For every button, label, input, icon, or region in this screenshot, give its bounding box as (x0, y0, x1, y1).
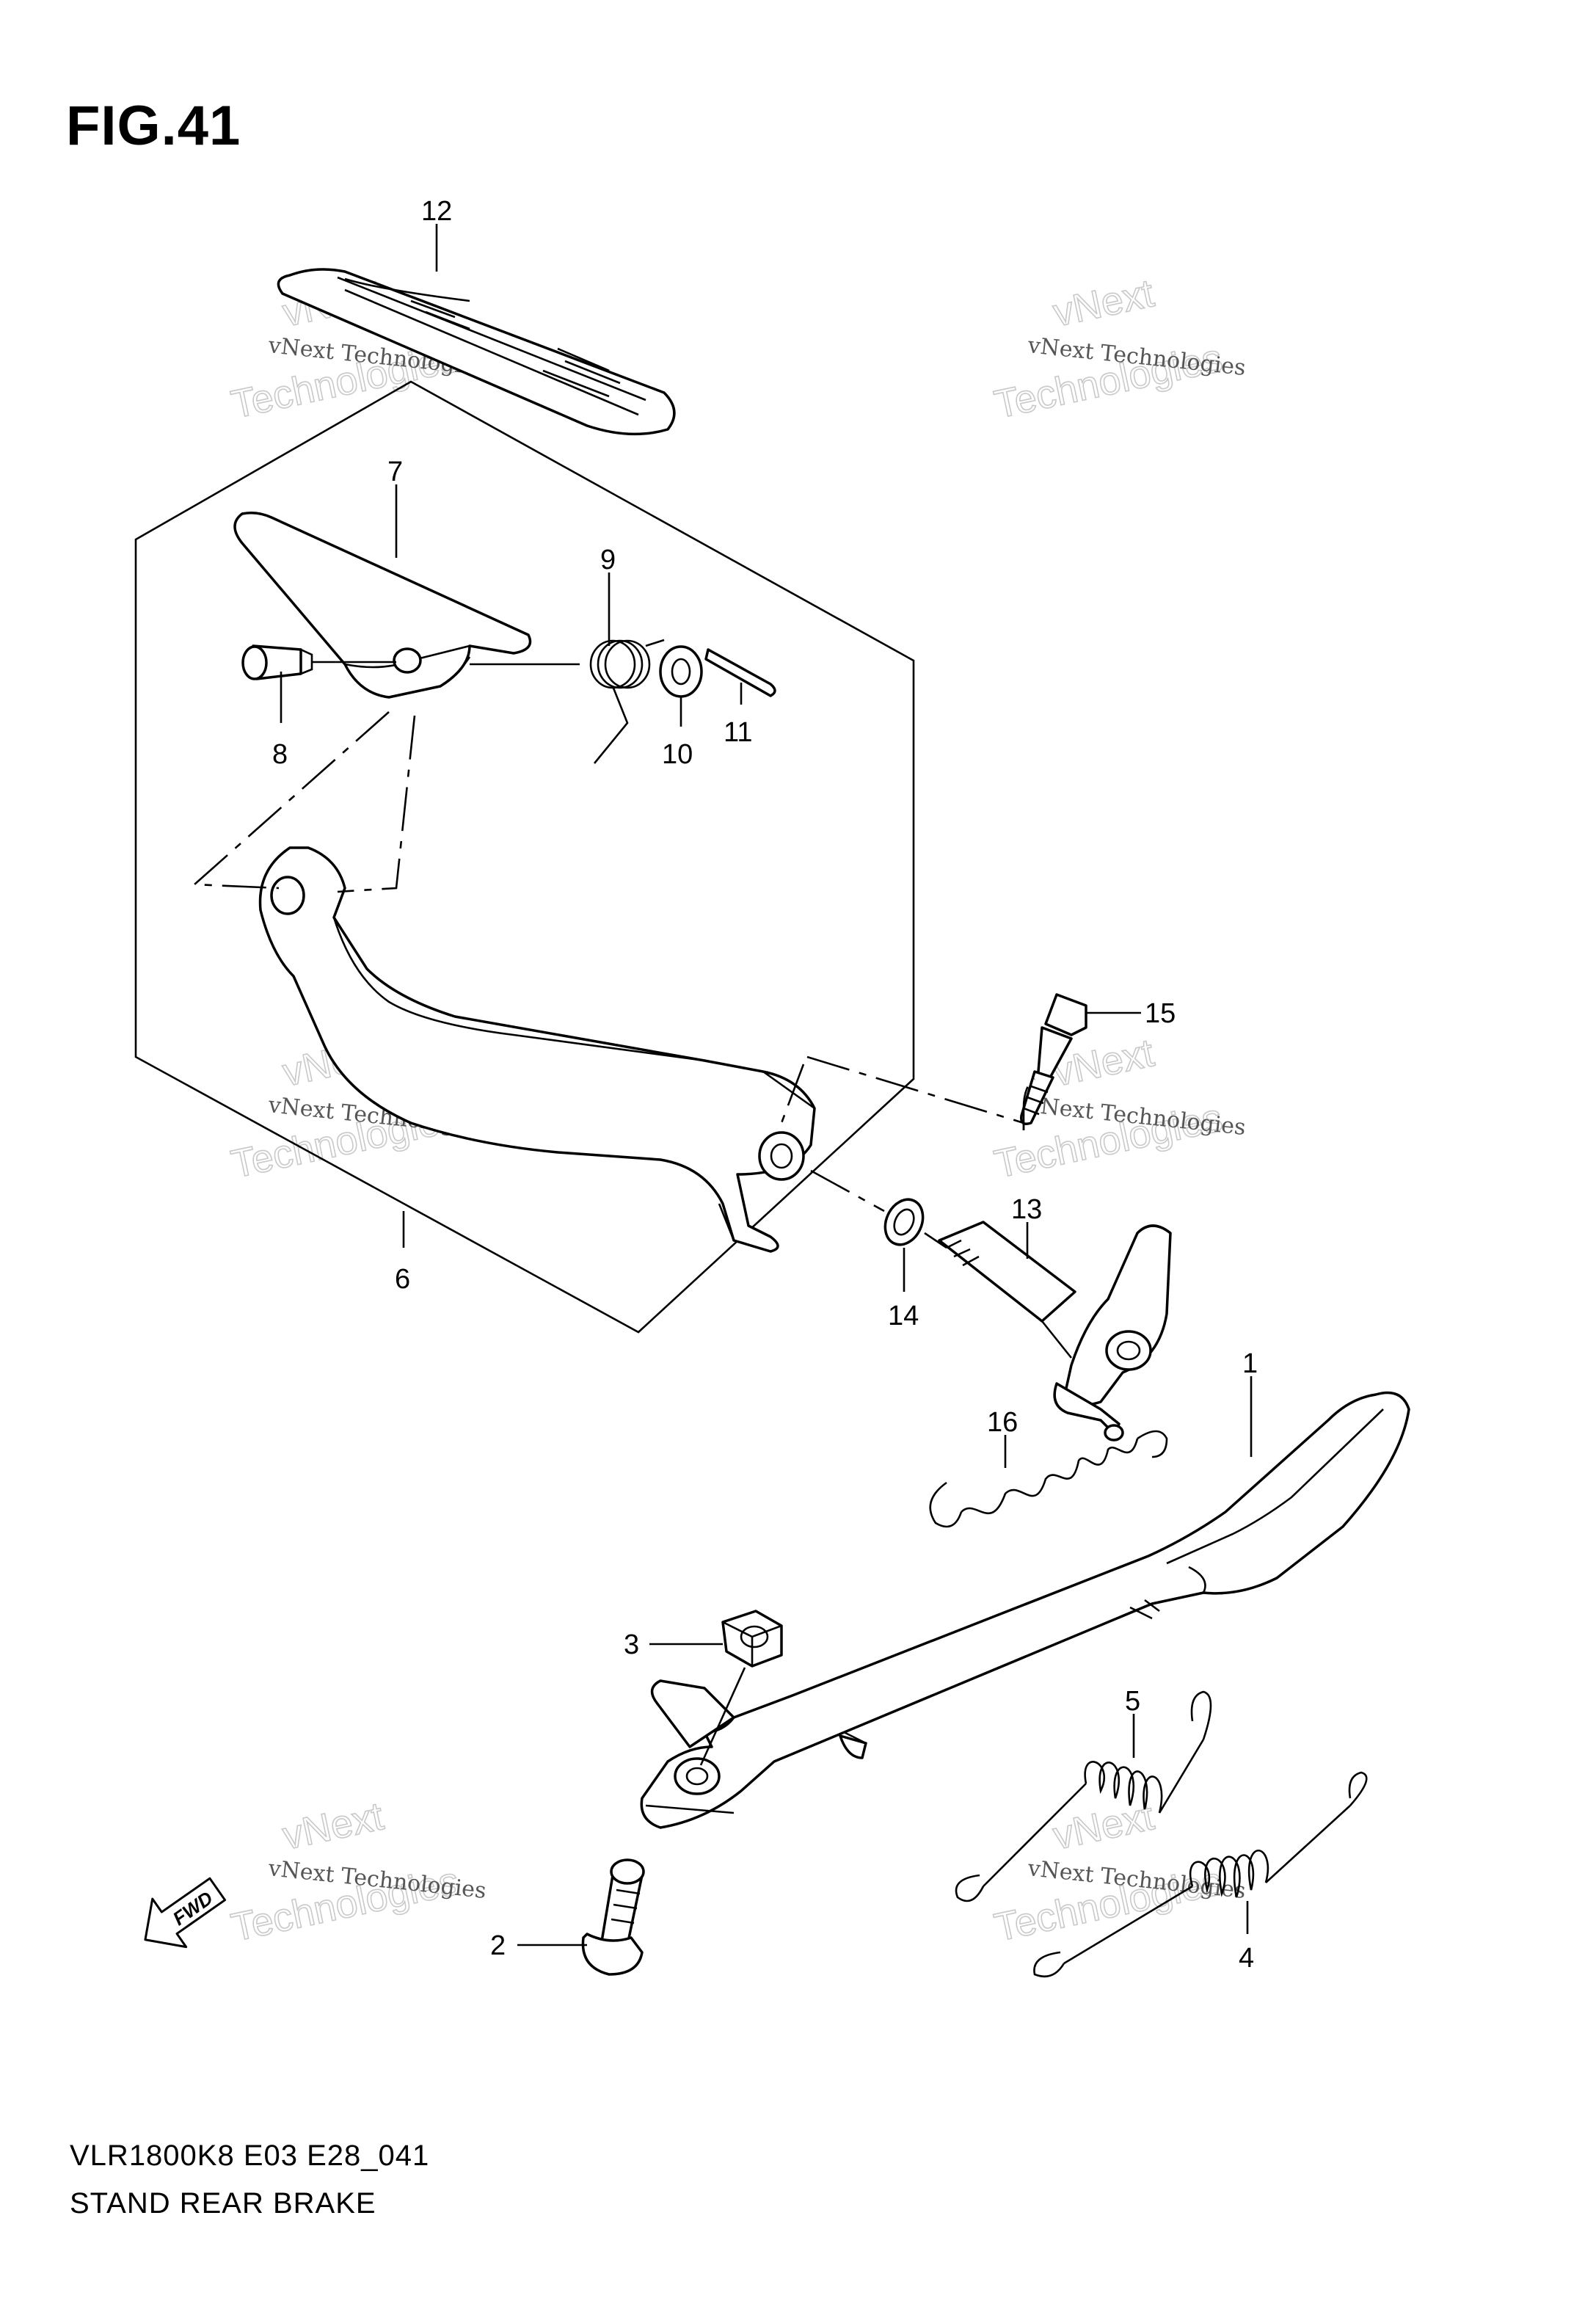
callout-4: 4 (1239, 1943, 1254, 1974)
callout-3: 3 (624, 1629, 639, 1660)
callout-10: 10 (662, 739, 693, 770)
part-13-brake-shaft-lever (938, 1221, 1172, 1442)
callout-5: 5 (1125, 1686, 1140, 1717)
alignment-lines (192, 711, 1035, 1249)
callout-6: 6 (395, 1264, 410, 1295)
part-8-pivot-pin (241, 644, 396, 680)
part-11-cotter-pin (704, 648, 776, 697)
callout-13: 13 (1011, 1194, 1042, 1225)
assembly-hexagon-outline (134, 380, 915, 1334)
part-1-side-stand (640, 1391, 1410, 1829)
part-16-tension-spring (929, 1430, 1168, 1528)
section-name-label: STAND REAR BRAKE (70, 2187, 376, 2220)
callout-16: 16 (987, 1407, 1018, 1438)
forward-arrow-icon: FWD (144, 1877, 227, 1949)
part-10-washer (659, 645, 703, 698)
part-4-stand-spring-lower (1033, 1771, 1368, 1978)
figure-title: FIG.41 (66, 95, 241, 157)
model-code-label: VLR1800K8 E03 E28_041 (70, 2140, 430, 2172)
watermark-top-right: vNext Technologies vNext Technologies (990, 271, 1247, 428)
callout-numbers: 12 7 9 8 10 11 6 15 13 14 16 1 3 5 4 2 (272, 196, 1258, 1974)
callout-12: 12 (421, 196, 452, 227)
callout-11: 11 (724, 717, 752, 748)
callout-15: 15 (1145, 998, 1176, 1029)
part-5-stand-spring-upper (955, 1690, 1212, 1902)
callout-7: 7 (387, 457, 403, 487)
callout-2: 2 (490, 1930, 506, 1961)
part-14-o-ring (883, 1198, 925, 1246)
svg-text:vNext: vNext (279, 1794, 387, 1858)
callout-1: 1 (1242, 1348, 1258, 1379)
svg-text:vNext: vNext (1049, 271, 1158, 335)
callout-8: 8 (272, 739, 288, 770)
callout-14: 14 (888, 1301, 919, 1331)
callout-leaders (280, 224, 1253, 1946)
part-12-brake-pedal-rubber (277, 268, 676, 436)
watermark-bottom-left: vNext Technologies vNext Technologies (227, 1794, 487, 1951)
part-7-pedal-step (233, 512, 532, 699)
part-3-nut (699, 1610, 783, 1766)
callout-9: 9 (600, 545, 616, 575)
part-9-torsion-spring (470, 639, 665, 764)
part-15-bolt (1020, 993, 1087, 1125)
part-6-brake-pedal-arm (258, 846, 816, 1253)
part-2-stand-bolt (581, 1858, 645, 1976)
